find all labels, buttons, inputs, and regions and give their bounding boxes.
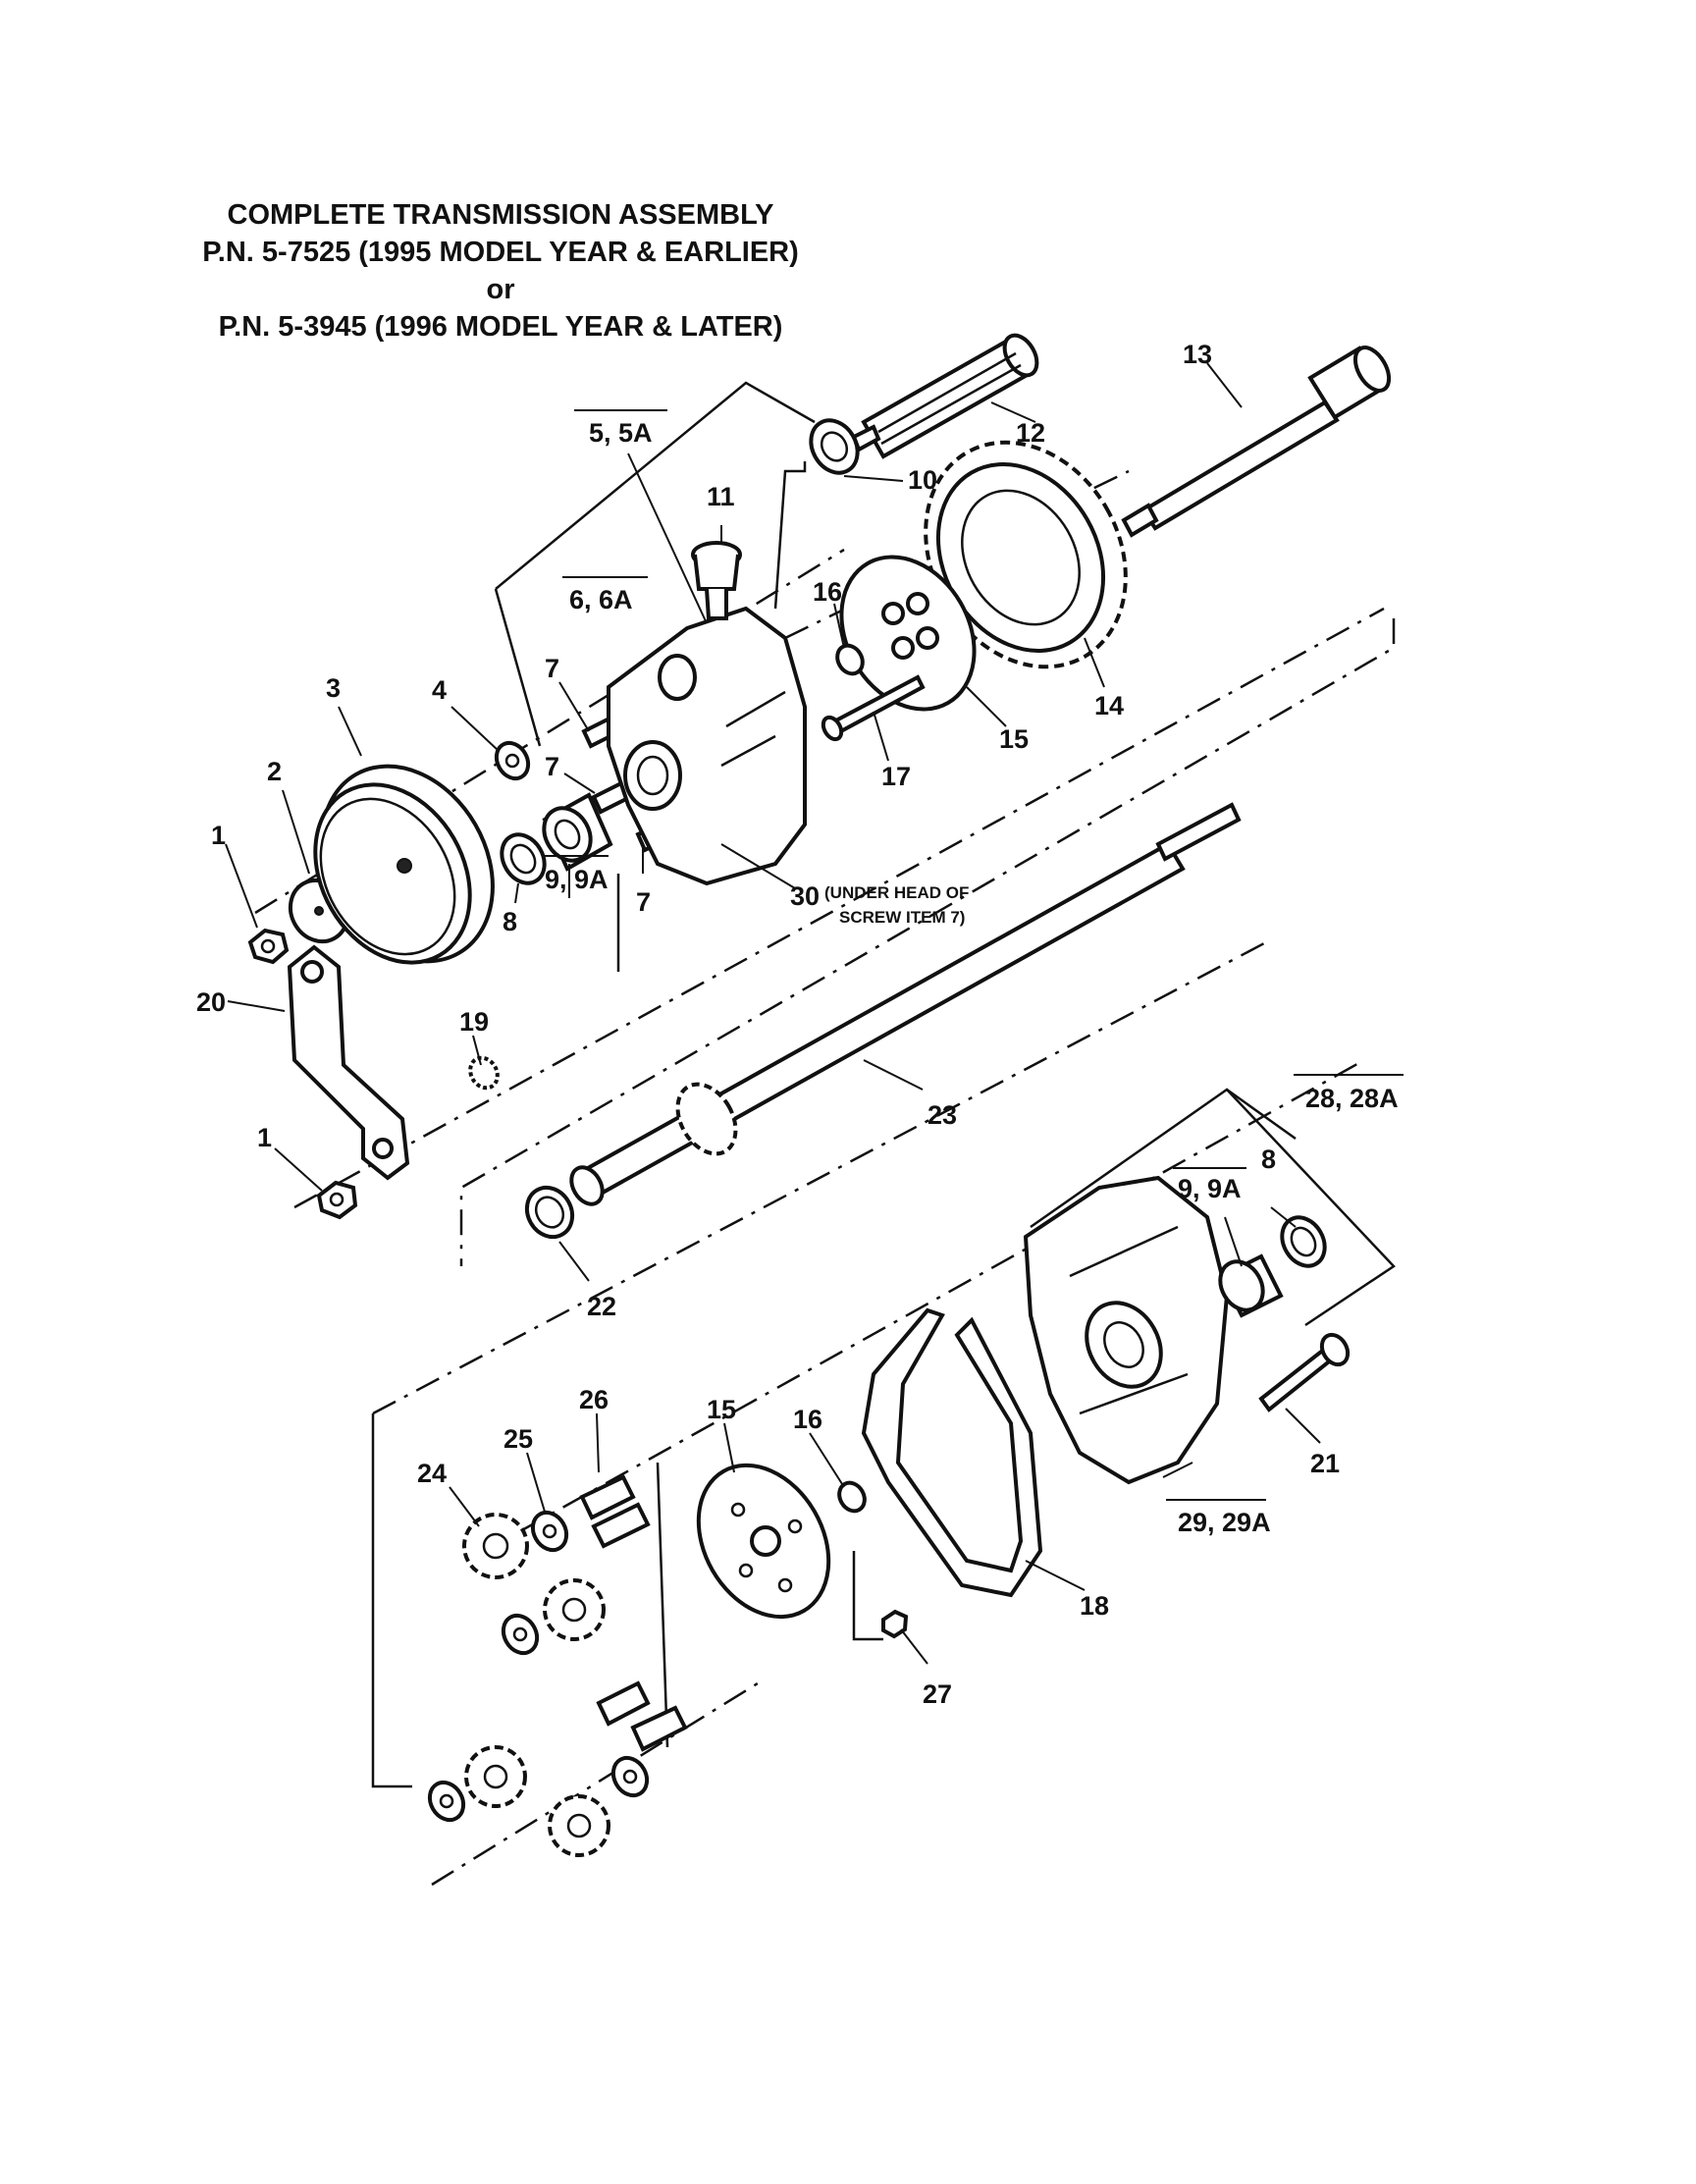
callout-3: 3 xyxy=(326,673,341,703)
planet-gear-lower-a xyxy=(543,1578,606,1641)
diagram-title: COMPLETE TRANSMISSION ASSEMBLY P.N. 5-75… xyxy=(157,196,844,346)
ring-gear-14 xyxy=(924,440,1128,669)
spacer-25 xyxy=(530,1510,569,1553)
washer-16-lower xyxy=(837,1480,867,1514)
spacer-lower-c xyxy=(610,1755,650,1798)
callout-22: 22 xyxy=(587,1292,616,1321)
callout-15-upper: 15 xyxy=(999,724,1029,754)
breather-cap-11 xyxy=(691,541,742,620)
callout-1-lower: 1 xyxy=(257,1123,272,1152)
planet-pin-lower-a xyxy=(596,1680,651,1727)
callout-18: 18 xyxy=(1080,1591,1109,1621)
carrier-plate-15-lower xyxy=(696,1463,831,1620)
planet-gear-lower-c xyxy=(548,1794,610,1857)
housing-29-lower xyxy=(1023,1175,1230,1485)
planet-pin-lower-b xyxy=(630,1705,688,1752)
callout-27: 27 xyxy=(923,1679,952,1709)
splined-shaft-12 xyxy=(851,333,1039,459)
washer-16-upper xyxy=(835,643,865,676)
leader-lines xyxy=(225,362,1321,1665)
callout-1-upper: 1 xyxy=(211,821,226,850)
callout-19: 19 xyxy=(459,1007,489,1037)
bearing-8-lower xyxy=(1280,1215,1327,1268)
callout-20: 20 xyxy=(196,987,226,1017)
bolt-17 xyxy=(821,674,926,742)
planet-pin-26a xyxy=(579,1474,636,1520)
nut-27 xyxy=(881,1609,909,1639)
bracket-20 xyxy=(287,944,410,1181)
washer-4 xyxy=(494,740,531,781)
gasket-18 xyxy=(861,1307,1043,1598)
bushing-9-lower xyxy=(1218,1253,1284,1318)
bolt-21 xyxy=(1258,1332,1351,1412)
bushing-22 xyxy=(524,1185,575,1240)
title-line-2: P.N. 5-7525 (1995 MODEL YEAR & EARLIER) xyxy=(202,237,799,268)
callout-21: 21 xyxy=(1310,1449,1340,1478)
callout-2: 2 xyxy=(267,757,282,786)
callout-24: 24 xyxy=(417,1459,447,1488)
callout-6: 6, 6A xyxy=(569,585,633,614)
planet-pin-26b xyxy=(591,1502,651,1549)
callout-30: 30 xyxy=(790,881,820,911)
callout-9-lower: 9, 9A xyxy=(1178,1174,1242,1203)
title-line-4: P.N. 5-3945 (1996 MODEL YEAR & LATER) xyxy=(218,311,783,343)
callout-13: 13 xyxy=(1183,340,1212,369)
callout-23: 23 xyxy=(928,1100,957,1130)
callout-16-upper: 16 xyxy=(813,577,842,607)
callout-labels: 1 2 3 4 5, 5A 6, 6A 7 7 7 8 9, 9A 10 11 … xyxy=(196,340,1399,1709)
group-brackets xyxy=(371,381,1396,1788)
hex-nut-1-upper xyxy=(247,928,290,965)
callout-26: 26 xyxy=(579,1385,609,1414)
title-line-3: or xyxy=(486,274,515,305)
callout-5: 5, 5A xyxy=(589,418,653,448)
callout-8-upper: 8 xyxy=(503,907,517,936)
label-overlines xyxy=(545,409,1404,1501)
callout-10: 10 xyxy=(908,465,937,495)
callout-7-b: 7 xyxy=(545,752,559,781)
spacer-lower-a xyxy=(501,1613,540,1656)
note-30-line-1: (UNDER HEAD OF xyxy=(824,883,969,902)
callout-8-lower: 8 xyxy=(1261,1145,1276,1174)
callout-25: 25 xyxy=(504,1424,533,1454)
callout-7-c: 7 xyxy=(636,887,651,917)
carrier-plate-15-upper xyxy=(839,555,977,712)
callout-16-lower: 16 xyxy=(793,1405,822,1434)
pulley-3 xyxy=(313,764,495,965)
callout-28: 28, 28A xyxy=(1305,1084,1399,1113)
title-line-1: COMPLETE TRANSMISSION ASSEMBLY xyxy=(227,199,774,231)
planet-gear-24 xyxy=(462,1513,529,1579)
bushing-9-upper xyxy=(542,792,613,872)
callout-4: 4 xyxy=(432,675,447,705)
callout-9-upper: 9, 9A xyxy=(545,865,609,894)
housing-6-upper xyxy=(607,606,807,886)
long-shaft-23 xyxy=(569,802,1242,1206)
callout-7-a: 7 xyxy=(545,654,559,683)
hex-nut-1-lower xyxy=(316,1180,358,1220)
pinion-shaft-13 xyxy=(1121,346,1392,538)
lock-washer-19 xyxy=(468,1055,500,1091)
bearing-8-upper xyxy=(500,832,547,885)
callout-14: 14 xyxy=(1094,691,1124,720)
callout-17: 17 xyxy=(881,762,911,791)
callout-15-lower: 15 xyxy=(707,1395,736,1424)
note-30-line-2: SCREW ITEM 7) xyxy=(839,908,965,927)
callout-11: 11 xyxy=(707,482,735,511)
spacer-lower-b xyxy=(427,1780,466,1823)
callout-29: 29, 29A xyxy=(1178,1508,1271,1537)
callout-12: 12 xyxy=(1016,418,1045,448)
planet-gear-lower-b xyxy=(464,1745,527,1808)
